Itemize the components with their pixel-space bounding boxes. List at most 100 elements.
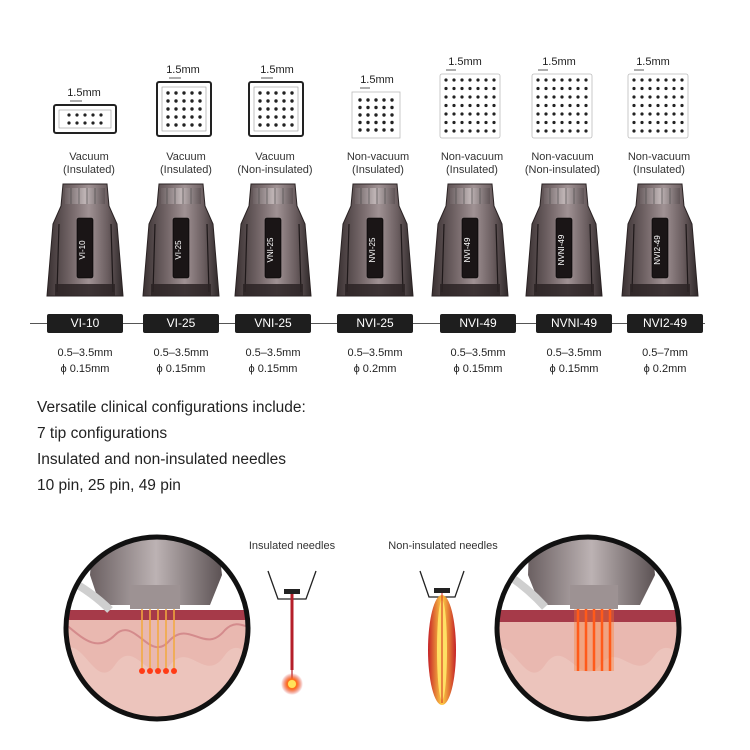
pin-dot [174, 123, 178, 127]
pin-dot [560, 103, 564, 108]
pin-grid-49 [439, 69, 501, 139]
pin-dot [576, 95, 580, 99]
svg-text:NVI-25: NVI-25 [368, 237, 377, 262]
pin-grid-25 [248, 77, 304, 137]
pin-dot [382, 105, 386, 110]
pin-grid-25 [351, 87, 401, 139]
pin-dot [656, 103, 660, 108]
pin-dot [358, 128, 362, 132]
pin-dot [452, 120, 456, 125]
pin-dot [672, 129, 676, 133]
pin-dot [67, 113, 71, 117]
tip-code-badge: NVI-25 [337, 314, 413, 333]
pin-dot [552, 129, 556, 133]
pin-dot [468, 95, 472, 99]
pin-dot [358, 105, 362, 110]
pin-dot [576, 78, 580, 82]
pin-dot [640, 129, 644, 133]
pin-dot [544, 86, 548, 91]
spacing-label: 1.5mm [360, 74, 394, 86]
pin-dot [632, 86, 636, 91]
cartridge: VNI-25 [234, 183, 312, 297]
pin-dot [560, 86, 564, 91]
pin-dot [648, 86, 652, 91]
pin-dot [492, 120, 496, 125]
pin-dot [544, 112, 548, 116]
pin-dot [374, 98, 378, 102]
pin-dot [460, 120, 464, 125]
pin-dot [290, 115, 294, 119]
pin-dot [198, 99, 202, 103]
pin-dot [382, 98, 386, 102]
pin-dot [544, 120, 548, 125]
pin-dot [99, 121, 103, 125]
pin-dot [536, 78, 540, 82]
pin-dot [182, 99, 186, 103]
pin-dot [664, 120, 668, 125]
tip-type-caption: Non-vacuum(Non-insulated) [524, 151, 601, 176]
pin-dot [198, 115, 202, 119]
pin-dot [492, 95, 496, 99]
pin-dot [632, 112, 636, 116]
pin-dot [640, 103, 644, 108]
pin-dot [266, 91, 270, 95]
tip-code-badge: VI-25 [143, 314, 219, 333]
pin-dot [648, 129, 652, 133]
pin-dot [444, 120, 448, 125]
pin-dot [444, 86, 448, 91]
pin-dot [99, 113, 103, 117]
pin-dot [476, 86, 480, 91]
pin-dot [182, 107, 186, 111]
pin-dot [258, 91, 262, 95]
pin-dot [560, 112, 564, 116]
pin-dot [632, 78, 636, 82]
pin-dot [552, 112, 556, 116]
pin-dot [282, 123, 286, 127]
pin-dot [544, 78, 548, 82]
pin-dot [282, 115, 286, 119]
svg-text:VI-10: VI-10 [78, 240, 87, 260]
pin-dot [468, 78, 472, 82]
pin-dot [290, 107, 294, 111]
pin-dot [484, 129, 488, 133]
pin-dot [290, 99, 294, 103]
pin-dot [166, 107, 170, 111]
pin-dot [174, 91, 178, 95]
pin-dot [576, 112, 580, 116]
pin-dot [536, 86, 540, 91]
pin-dot [484, 120, 488, 125]
pin-dot [452, 129, 456, 133]
pin-dot [656, 95, 660, 99]
pin-dot [476, 120, 480, 125]
pin-dot [568, 78, 572, 82]
pin-dot [460, 86, 464, 91]
pin-dot [266, 123, 270, 127]
pin-dot [266, 99, 270, 103]
pin-dot [468, 120, 472, 125]
tip-code-badge: NVI-49 [440, 314, 516, 333]
pin-dot [560, 95, 564, 99]
pin-dot [672, 95, 676, 99]
tip-code-badge: NVNI-49 [536, 314, 612, 333]
cartridge: VI-10 [46, 183, 124, 297]
svg-text:VI-25: VI-25 [174, 240, 183, 260]
pin-dot [492, 78, 496, 82]
description-line: Insulated and non-insulated needles [37, 451, 287, 468]
pin-dot [568, 95, 572, 99]
pin-dot [382, 120, 386, 125]
svg-text:NVI2-49: NVI2-49 [653, 235, 662, 265]
spacing-label: 1.5mm [166, 64, 200, 76]
pin-dot [258, 99, 262, 103]
pin-dot [560, 120, 564, 125]
pin-dot [366, 128, 370, 132]
tip-type-caption: Non-vacuum(Insulated) [627, 151, 691, 176]
pin-dot [174, 107, 178, 111]
pin-dot [552, 86, 556, 91]
pin-dot [468, 112, 472, 116]
pin-dot [444, 95, 448, 99]
pin-dot [190, 99, 194, 103]
pin-dot [382, 113, 386, 117]
